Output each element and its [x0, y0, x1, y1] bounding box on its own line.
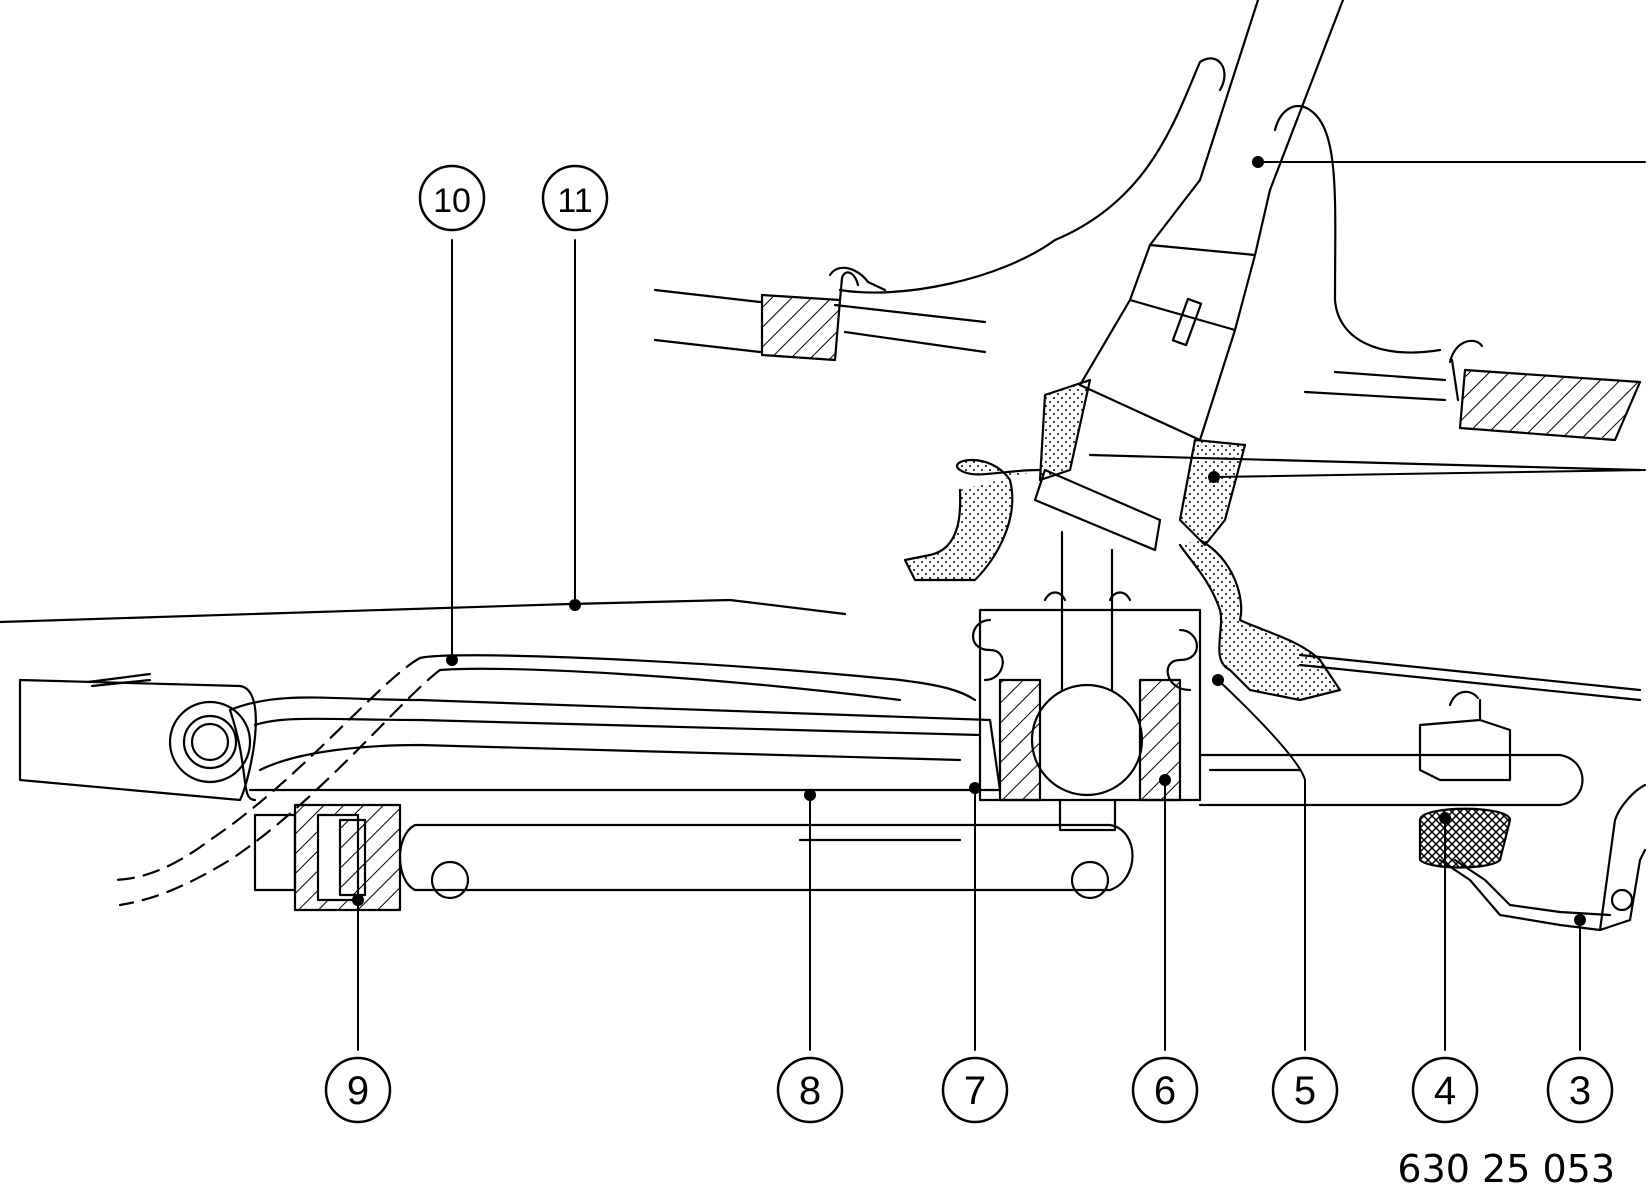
svg-text:3: 3 [1569, 1069, 1591, 1113]
leader-lines [357, 161, 1646, 1051]
figure-number: 630 25 053 [1397, 1147, 1615, 1191]
callout-7: 7 [941, 1056, 1009, 1124]
grommet [1418, 807, 1512, 869]
callout-11: 11 [541, 164, 609, 232]
lever-boot-outline [838, 57, 1442, 354]
callout-10: 10 [418, 164, 486, 232]
callout-5: 5 [1271, 1056, 1339, 1124]
floor-panel [0, 598, 1642, 702]
floor-blocks [760, 266, 1642, 442]
shift-arm-housing [18, 672, 257, 802]
rubber-boot [903, 378, 1342, 702]
svg-text:9: 9 [347, 1069, 369, 1113]
bracket [1438, 783, 1647, 932]
callout-9: 9 [324, 1056, 392, 1124]
upper-floor-lines [653, 288, 1642, 472]
callout-6: 6 [1131, 1056, 1199, 1124]
callout-8: 8 [776, 1056, 844, 1124]
shift-rod [228, 696, 1002, 802]
selector-rod [1198, 690, 1584, 807]
svg-text:6: 6 [1154, 1069, 1176, 1113]
svg-text:4: 4 [1434, 1069, 1456, 1113]
svg-text:11: 11 [557, 182, 592, 220]
bushing [253, 803, 402, 912]
ball-joint [972, 591, 1202, 832]
shift-lever-dashed [108, 654, 977, 907]
svg-text:8: 8 [799, 1069, 821, 1113]
leader-dots [352, 156, 1586, 926]
svg-text:7: 7 [964, 1069, 986, 1113]
svg-text:10: 10 [433, 182, 471, 220]
callout-4: 4 [1411, 1056, 1479, 1124]
gear-lever [1033, 0, 1345, 692]
svg-text:5: 5 [1294, 1069, 1316, 1113]
lower-rod [398, 823, 1134, 900]
callout-3: 3 [1546, 1056, 1614, 1124]
